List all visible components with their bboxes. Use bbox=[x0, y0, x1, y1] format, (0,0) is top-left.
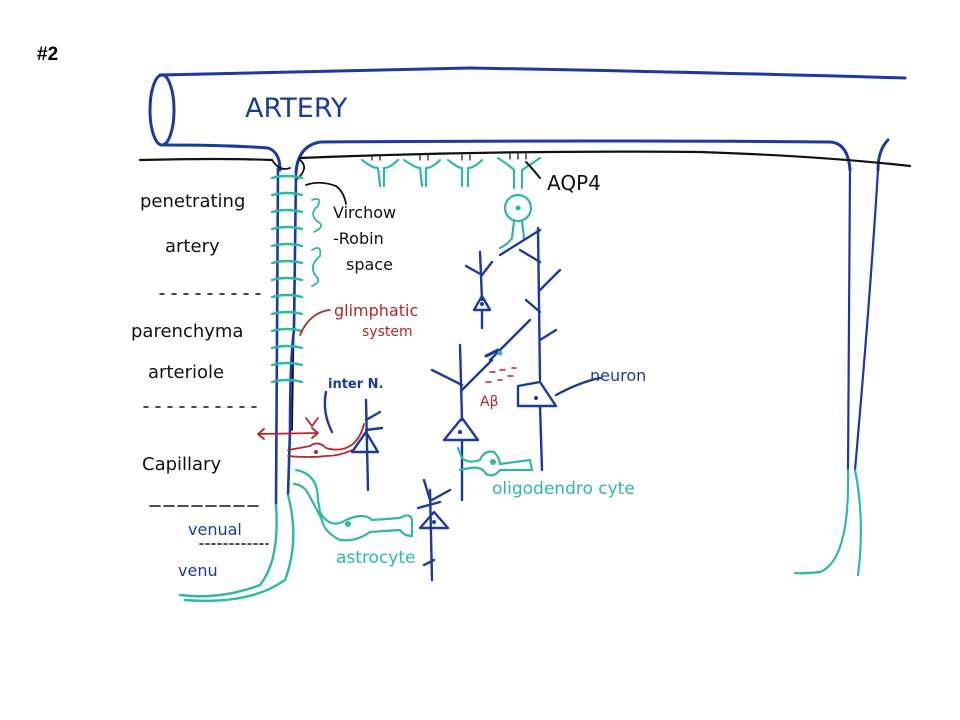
smooth-muscle-ring bbox=[270, 259, 304, 265]
level-venu: venu bbox=[178, 561, 218, 580]
astrocyte-cell bbox=[292, 446, 534, 542]
interneuron bbox=[257, 309, 365, 458]
glymphatic-label-2: system bbox=[362, 324, 413, 340]
brain-surface-line bbox=[138, 150, 912, 168]
level-parenchyma-2: arteriole bbox=[148, 362, 224, 383]
virchow-label-2: -Robin bbox=[333, 229, 384, 248]
smooth-muscle-ring bbox=[270, 293, 304, 299]
artery-label: ARTERY bbox=[245, 93, 348, 124]
smooth-muscle-rings bbox=[270, 174, 304, 384]
smooth-muscle-ring bbox=[270, 208, 304, 214]
right-vessel bbox=[793, 168, 880, 577]
level-venual: venual bbox=[188, 520, 242, 539]
neurons bbox=[323, 226, 602, 582]
glymphatic-label-1: glimphatic bbox=[334, 301, 418, 320]
smooth-muscle-ring bbox=[270, 242, 304, 248]
smooth-muscle-ring bbox=[270, 310, 304, 316]
smooth-muscle-ring bbox=[270, 276, 304, 282]
level-penetrating-2: artery bbox=[165, 236, 220, 257]
level-parenchyma-1: parenchyma bbox=[131, 321, 243, 342]
oligodendrocyte-label: oligodendro cyte bbox=[492, 479, 635, 499]
smooth-muscle-ring bbox=[270, 327, 304, 333]
aqp4-endfeet bbox=[360, 156, 542, 250]
astrocyte-label: astrocyte bbox=[336, 548, 416, 568]
smooth-muscle-ring bbox=[270, 225, 304, 231]
inter-neuron-label: inter N. bbox=[328, 377, 384, 392]
level-dividers bbox=[143, 293, 269, 545]
smooth-muscle-ring bbox=[270, 361, 304, 367]
smooth-muscle-ring bbox=[270, 378, 304, 384]
virchow-label-1: Virchow bbox=[333, 203, 396, 222]
neuron-label: neuron bbox=[590, 366, 646, 385]
venule bbox=[178, 493, 295, 603]
artery-tube bbox=[148, 66, 907, 174]
level-capillary: Capillary bbox=[142, 454, 221, 475]
virchow-label-3: space bbox=[346, 255, 393, 274]
smooth-muscle-ring bbox=[270, 174, 304, 180]
penetrating-vessel bbox=[274, 166, 298, 507]
slide-number: #2 bbox=[37, 44, 59, 65]
smooth-muscle-ring bbox=[270, 191, 304, 197]
level-penetrating-1: penetrating bbox=[140, 191, 245, 212]
aqp4-label: AQP4 bbox=[547, 171, 601, 195]
abeta-label: Aβ bbox=[480, 394, 499, 410]
smooth-muscle-ring bbox=[270, 344, 304, 350]
